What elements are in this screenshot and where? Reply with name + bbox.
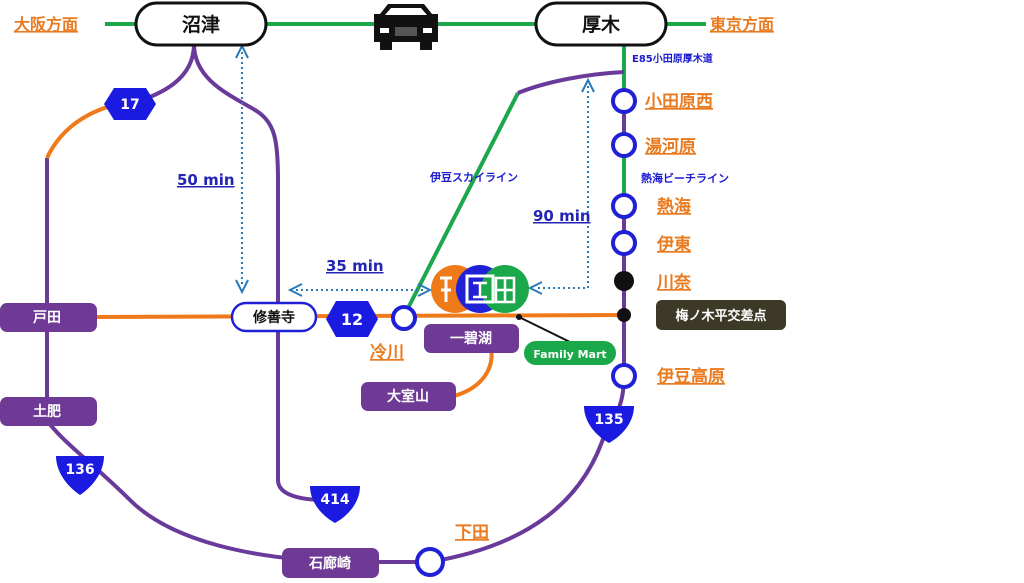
place-heda-label: 戸田	[33, 310, 61, 326]
route-shield-12: 12	[326, 301, 378, 337]
place-pill-shuzenji[interactable]: 修善寺	[230, 301, 318, 333]
place-pill-irozaki[interactable]: 石廊崎	[282, 548, 379, 578]
place-pill-omuroyama[interactable]: 大室山	[361, 382, 456, 411]
place-omuroyama-label: 大室山	[387, 388, 429, 405]
stop-label-izukogen[interactable]: 伊豆高原	[656, 366, 725, 387]
car-icon	[374, 4, 438, 50]
direction-tokyo[interactable]: 東京方面	[710, 15, 774, 34]
place-shuzenji-label: 修善寺	[252, 309, 295, 326]
road-skyline-connector	[517, 70, 625, 95]
arrow-90min	[536, 86, 589, 289]
route-shield-414: 414	[310, 486, 360, 523]
stop-label-odawara-nishi[interactable]: 小田原西	[645, 92, 713, 112]
stop-marker-hiekawa[interactable]	[391, 305, 417, 331]
stop-marker-umenoki	[617, 308, 631, 322]
place-pill-ippekiko[interactable]: 一碧湖	[424, 324, 519, 353]
place-pill-family-mart[interactable]: Family Mart	[524, 341, 616, 365]
road-414	[192, 43, 327, 502]
stop-label-yugawara[interactable]: 湯河原	[645, 137, 696, 157]
route-shield-136: 136	[56, 456, 104, 495]
hotel-logo[interactable]	[431, 265, 529, 313]
route-shield-17: 17	[104, 88, 156, 120]
road-izu-skyline	[402, 92, 520, 317]
place-ippekiko-label: 一碧湖	[450, 330, 492, 347]
stop-marker-odawara-nishi[interactable]	[611, 88, 637, 114]
road-label-skyline: 伊豆スカイライン	[429, 170, 518, 184]
route-135-label: 135	[594, 412, 623, 428]
arrowhead-90min-left	[527, 281, 543, 295]
place-box-umenoki[interactable]: 梅ノ木平交差点	[656, 300, 786, 330]
route-12-label: 12	[341, 310, 363, 329]
city-atsugi-label: 厚木	[582, 13, 621, 36]
arrowhead-90min-top	[581, 77, 595, 93]
route-17-label: 17	[120, 97, 139, 113]
stop-label-kawana[interactable]: 川奈	[656, 272, 692, 293]
time-35min: 35 min	[326, 257, 384, 275]
arrowhead-35min-right	[417, 283, 433, 297]
city-box-atsugi[interactable]: 厚木	[534, 1, 668, 47]
place-family-mart-label: Family Mart	[533, 348, 606, 361]
route-136-label: 136	[65, 462, 94, 478]
stop-marker-izukogen[interactable]	[611, 363, 637, 389]
stop-label-atami[interactable]: 熱海	[657, 196, 691, 217]
stop-marker-ito[interactable]	[611, 230, 637, 256]
place-toi-label: 土肥	[33, 403, 61, 420]
stop-label-ito[interactable]: 伊東	[656, 234, 691, 255]
time-90min: 90 min	[533, 207, 591, 225]
road-label-e85: E85小田原厚木道	[632, 52, 713, 65]
stop-marker-shimoda[interactable]	[415, 547, 445, 577]
place-umenoki-label: 梅ノ木平交差点	[675, 308, 766, 324]
road-label-beach-line: 熱海ビーチライン	[641, 171, 729, 185]
stop-label-shimoda[interactable]: 下田	[455, 523, 489, 543]
place-pill-heda[interactable]: 戸田	[0, 303, 97, 332]
route-shield-135: 135	[584, 406, 634, 443]
route-414-label: 414	[320, 492, 349, 508]
stop-marker-yugawara[interactable]	[611, 132, 637, 158]
stop-marker-kawana[interactable]	[614, 271, 634, 291]
stop-label-hiekawa[interactable]: 冷川	[370, 342, 404, 363]
arrowhead-50min-bottom	[235, 279, 249, 295]
family-mart-dot	[516, 314, 522, 320]
city-box-numazu[interactable]: 沼津	[134, 1, 268, 47]
arrowhead-35min-left	[287, 283, 303, 297]
time-50min: 50 min	[177, 171, 235, 189]
stop-marker-atami[interactable]	[611, 193, 637, 219]
road-17-orange	[45, 102, 119, 159]
city-numazu-label: 沼津	[182, 13, 220, 36]
direction-osaka[interactable]: 大阪方面	[14, 15, 78, 34]
place-pill-toi[interactable]: 土肥	[0, 397, 97, 426]
family-mart-pointer	[518, 316, 573, 344]
place-irozaki-label: 石廊崎	[308, 555, 351, 572]
